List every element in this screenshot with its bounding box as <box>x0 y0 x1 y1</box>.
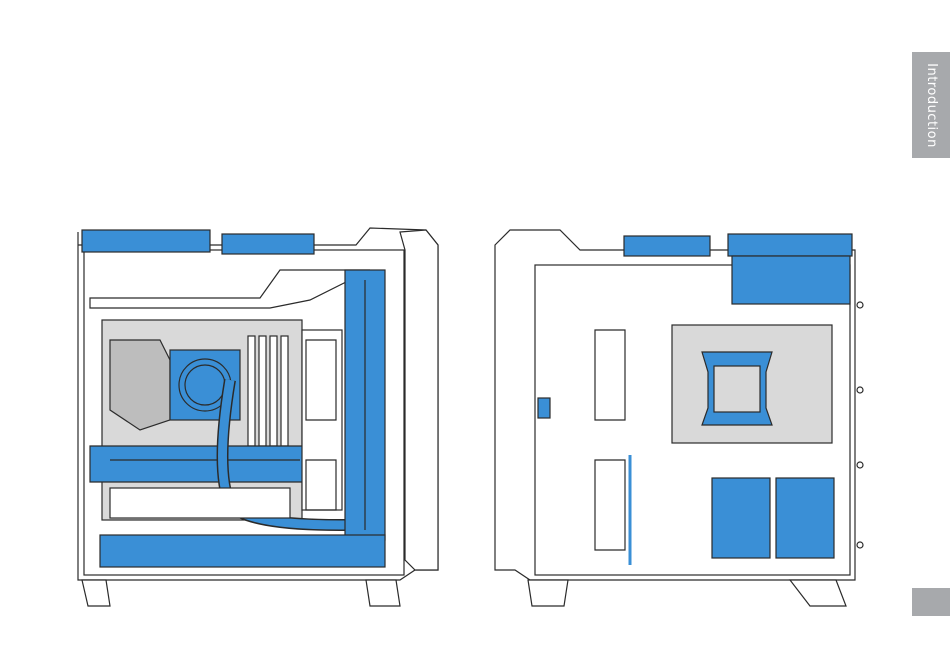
bottom-fans <box>100 535 385 567</box>
drive-bay-1 <box>712 478 770 558</box>
top-fan-1 <box>82 230 210 252</box>
drive-bay-2 <box>776 478 834 558</box>
page-number-box <box>912 588 950 616</box>
rear-top-fan-1 <box>624 236 710 256</box>
section-tab[interactable]: Introduction <box>912 52 950 158</box>
section-tab-label: Introduction <box>924 63 939 148</box>
case-rear-side-view <box>490 0 865 620</box>
top-fan-2 <box>222 234 314 254</box>
case-front-side-view <box>70 0 445 620</box>
gpu <box>90 446 310 482</box>
rear-top-fan-2 <box>728 234 852 256</box>
